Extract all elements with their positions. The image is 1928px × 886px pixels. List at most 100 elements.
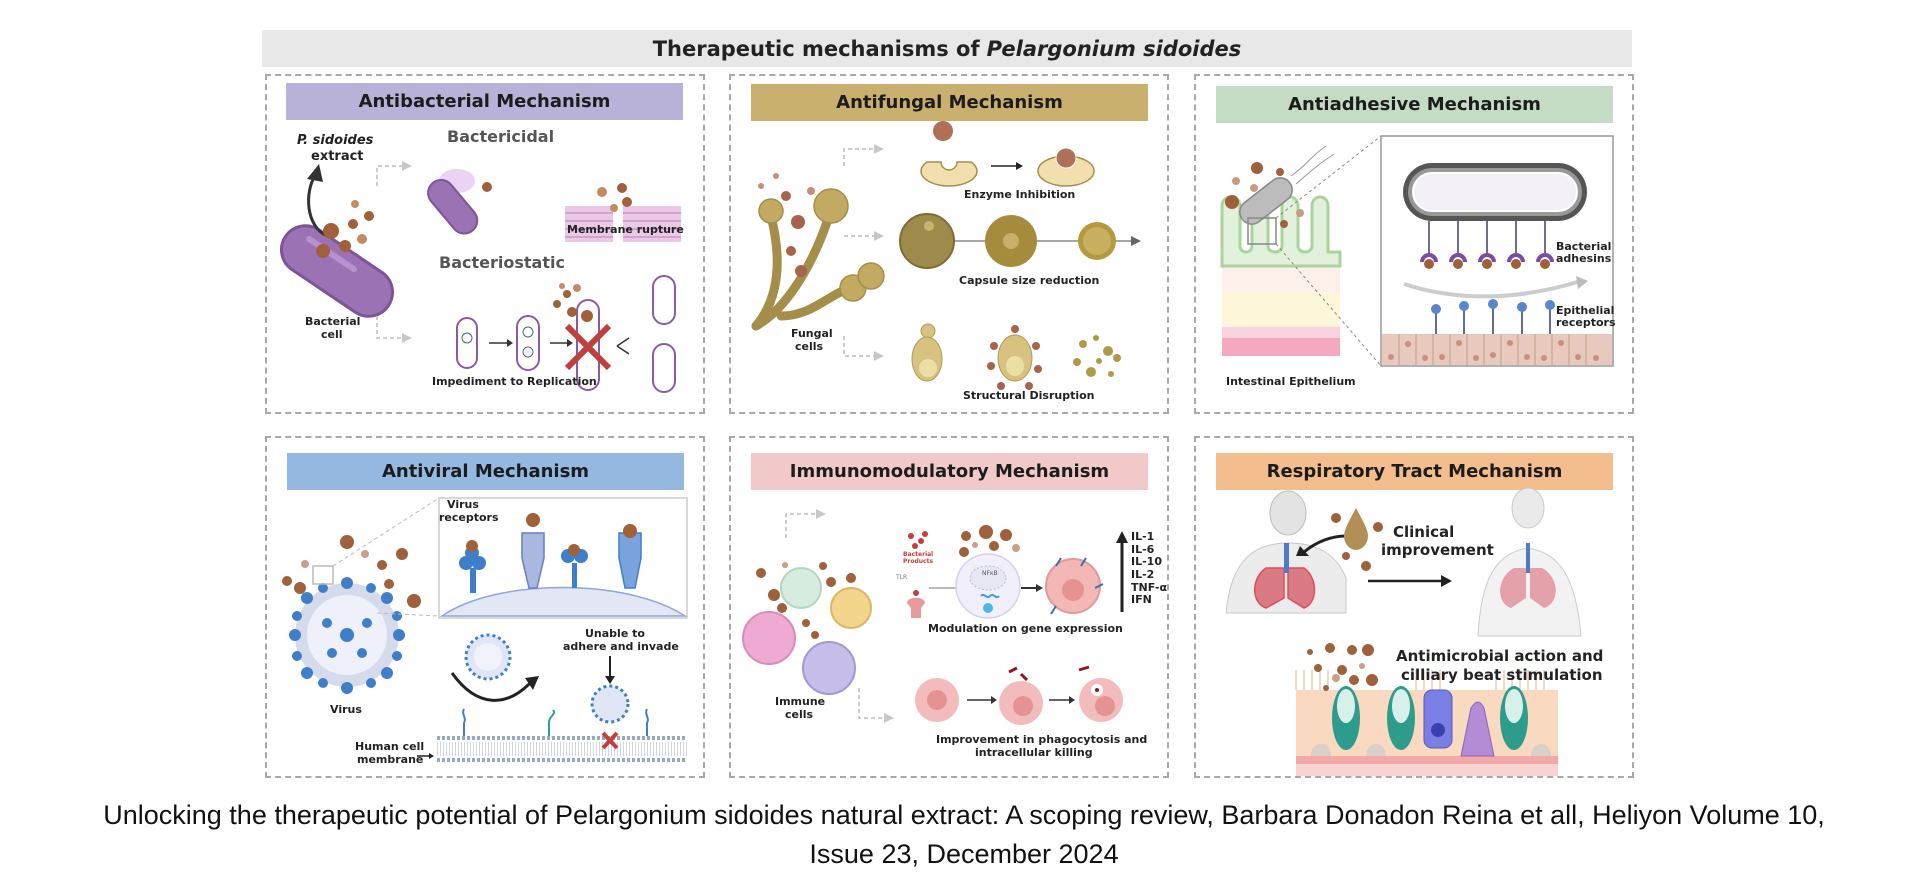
panel-respiratory: Respiratory Tract Mechanism	[1194, 436, 1634, 778]
intestinal-epithelium-icon	[1220, 195, 1342, 356]
cytokine-il10: IL-10	[1131, 555, 1162, 569]
panel-header-antibacterial: Antibacterial Mechanism	[286, 83, 683, 120]
panel-header-immunomodulatory: Immunomodulatory Mechanism	[751, 453, 1148, 490]
epithelial-receptors-label-2: receptors	[1556, 316, 1616, 329]
panel-antifungal: Antifungal Mechanism	[729, 74, 1169, 414]
burst-bacterium-icon	[427, 178, 479, 235]
panel-antiadhesive: Antiadhesive Mechanism	[1194, 74, 1634, 414]
impediment-label: Impediment to Replication	[432, 375, 597, 388]
enzyme-inhibition-label: Enzyme Inhibition	[964, 188, 1076, 201]
bacterial-cell-label-2: cell	[321, 328, 343, 341]
immune-cell-pink-icon	[742, 611, 796, 665]
epithelial-cells	[1382, 334, 1612, 365]
immune-cells-label-2: cells	[785, 708, 814, 721]
curved-arrow-icon	[307, 175, 328, 238]
yeast-cell-icon	[911, 323, 943, 382]
small-virus-icon	[464, 633, 512, 681]
immune-cell-yellow-icon	[830, 587, 872, 629]
arrow-head-icon	[307, 164, 323, 182]
yeast-attacked-icon	[987, 325, 1042, 390]
bacterial-products-label: Bacterial	[903, 551, 934, 558]
cytokine-ifn: IFN	[1131, 593, 1152, 607]
tlr-label: TLR	[896, 574, 908, 581]
nfkb-label: NFκB	[982, 570, 998, 577]
membrane-rupture-label: Membrane rupture	[567, 223, 684, 236]
virus-receptors-label: Virus	[447, 498, 479, 511]
panel-antiviral: Antiviral Mechanism	[265, 436, 705, 778]
panel-immunomodulatory: Immunomodulatory Mechanism	[729, 436, 1169, 778]
extract-label: P. sidoides	[297, 133, 374, 148]
phagocyte-2-icon	[999, 666, 1043, 725]
adhesin-bacterium-icon	[1403, 163, 1587, 221]
bacteriostatic-label: Bacteriostatic	[439, 253, 565, 272]
clinical-label-2: improvement	[1381, 541, 1494, 559]
healthy-person-icon	[1477, 487, 1582, 637]
immune-cell-purple-icon	[802, 641, 856, 695]
membrane-label-2: membrane	[357, 753, 424, 766]
sick-person-icon	[1225, 490, 1347, 614]
antifungal-illustration	[751, 121, 1141, 390]
immune-cell-green-icon	[780, 567, 822, 609]
replication-cell-2-icon	[516, 315, 540, 371]
phagocytosis-label: Improvement in phagocytosis and	[936, 733, 1148, 746]
phagocyte-1-icon	[915, 678, 959, 722]
enzyme-icon	[920, 121, 978, 187]
bacterial-adhesins-label-2: adhesins	[1556, 252, 1612, 265]
phagocyte-3-icon	[1078, 665, 1123, 722]
immunomodulatory-illustration	[742, 509, 1128, 725]
virus-label: Virus	[330, 703, 362, 716]
antiviral-illustration	[282, 497, 688, 762]
figure-title: Therapeutic mechanisms of Pelargonium si…	[262, 30, 1632, 67]
tlr-receptor-icon	[907, 590, 925, 618]
intestinal-epithelium-label: Intestinal Epithelium	[1226, 375, 1356, 388]
extract-particles	[316, 200, 374, 258]
caption-line-1: Unlocking the therapeutic potential of P…	[103, 800, 1825, 830]
human-cell-membrane-icon	[437, 736, 687, 762]
caption-line-2: Issue 23, December 2024	[809, 839, 1119, 869]
cytokine-tnf: TNF-α	[1131, 580, 1168, 594]
cytokine-list: IL-1 IL-6 IL-10 IL-2 TNF-α IFN	[1131, 530, 1168, 607]
virus-icon	[289, 577, 405, 694]
respiratory-illustration	[1225, 487, 1582, 776]
membrane-label: Human cell	[355, 740, 425, 753]
capsule-large-icon	[899, 213, 955, 269]
antimicrobial-label: Antimicrobial action and	[1396, 647, 1604, 665]
bacterial-adhesins-label: Bacterial	[1556, 240, 1612, 253]
panel-header-antiviral: Antiviral Mechanism	[287, 453, 684, 490]
daughter-cell-icon	[652, 275, 676, 393]
unable-label-2: adhere and invade	[563, 640, 679, 653]
clinical-label: Clinical	[1393, 523, 1455, 541]
antibacterial-illustration	[279, 161, 681, 393]
cytokine-il2: IL-2	[1131, 567, 1155, 581]
panel-header-respiratory: Respiratory Tract Mechanism	[1216, 453, 1613, 490]
unable-label: Unable to	[585, 627, 645, 640]
bacterial-cell-label: Bacterial	[305, 315, 361, 328]
structural-disruption-label: Structural Disruption	[963, 389, 1095, 402]
bacterial-adhesins-icon	[1420, 221, 1554, 269]
bacterial-cell-icon	[279, 224, 395, 318]
bacterial-products-icon	[908, 531, 928, 549]
replication-cell-1-icon	[456, 317, 478, 369]
fungal-cells-label: Fungal	[791, 327, 833, 340]
bacterium-icon	[1239, 177, 1293, 225]
epithelial-receptors-icon	[1431, 299, 1555, 334]
panel-header-antiadhesive: Antiadhesive Mechanism	[1216, 86, 1613, 123]
enzyme-inhibited-icon	[1037, 147, 1095, 187]
bacterial-products-label-2: Products	[903, 558, 934, 565]
virus-receptors-icon	[459, 513, 642, 593]
cytokine-il1: IL-1	[1131, 530, 1155, 543]
epithelial-receptors-label: Epithelial	[1556, 304, 1615, 317]
membrane-rupture-icon	[565, 183, 681, 242]
figure-title-prefix: Therapeutic mechanisms of	[652, 36, 980, 61]
antimicrobial-label-2: cilliary beat stimulation	[1401, 666, 1603, 684]
figure-caption: Unlocking the therapeutic potential of P…	[0, 796, 1928, 874]
blocked-virus-icon	[590, 684, 630, 724]
antiadhesive-illustration	[1220, 135, 1614, 367]
fungal-cells-label-2: cells	[795, 340, 824, 353]
panel-antibacterial: Antibacterial Mechanism	[265, 74, 705, 414]
gene-expression-label: Modulation on gene expression	[928, 622, 1123, 635]
blocked-cell-icon	[553, 283, 612, 391]
capsule-reduction-label: Capsule size reduction	[959, 274, 1100, 287]
immune-cells-label: Immune	[775, 695, 826, 708]
cytokine-il6: IL-6	[1131, 542, 1155, 556]
